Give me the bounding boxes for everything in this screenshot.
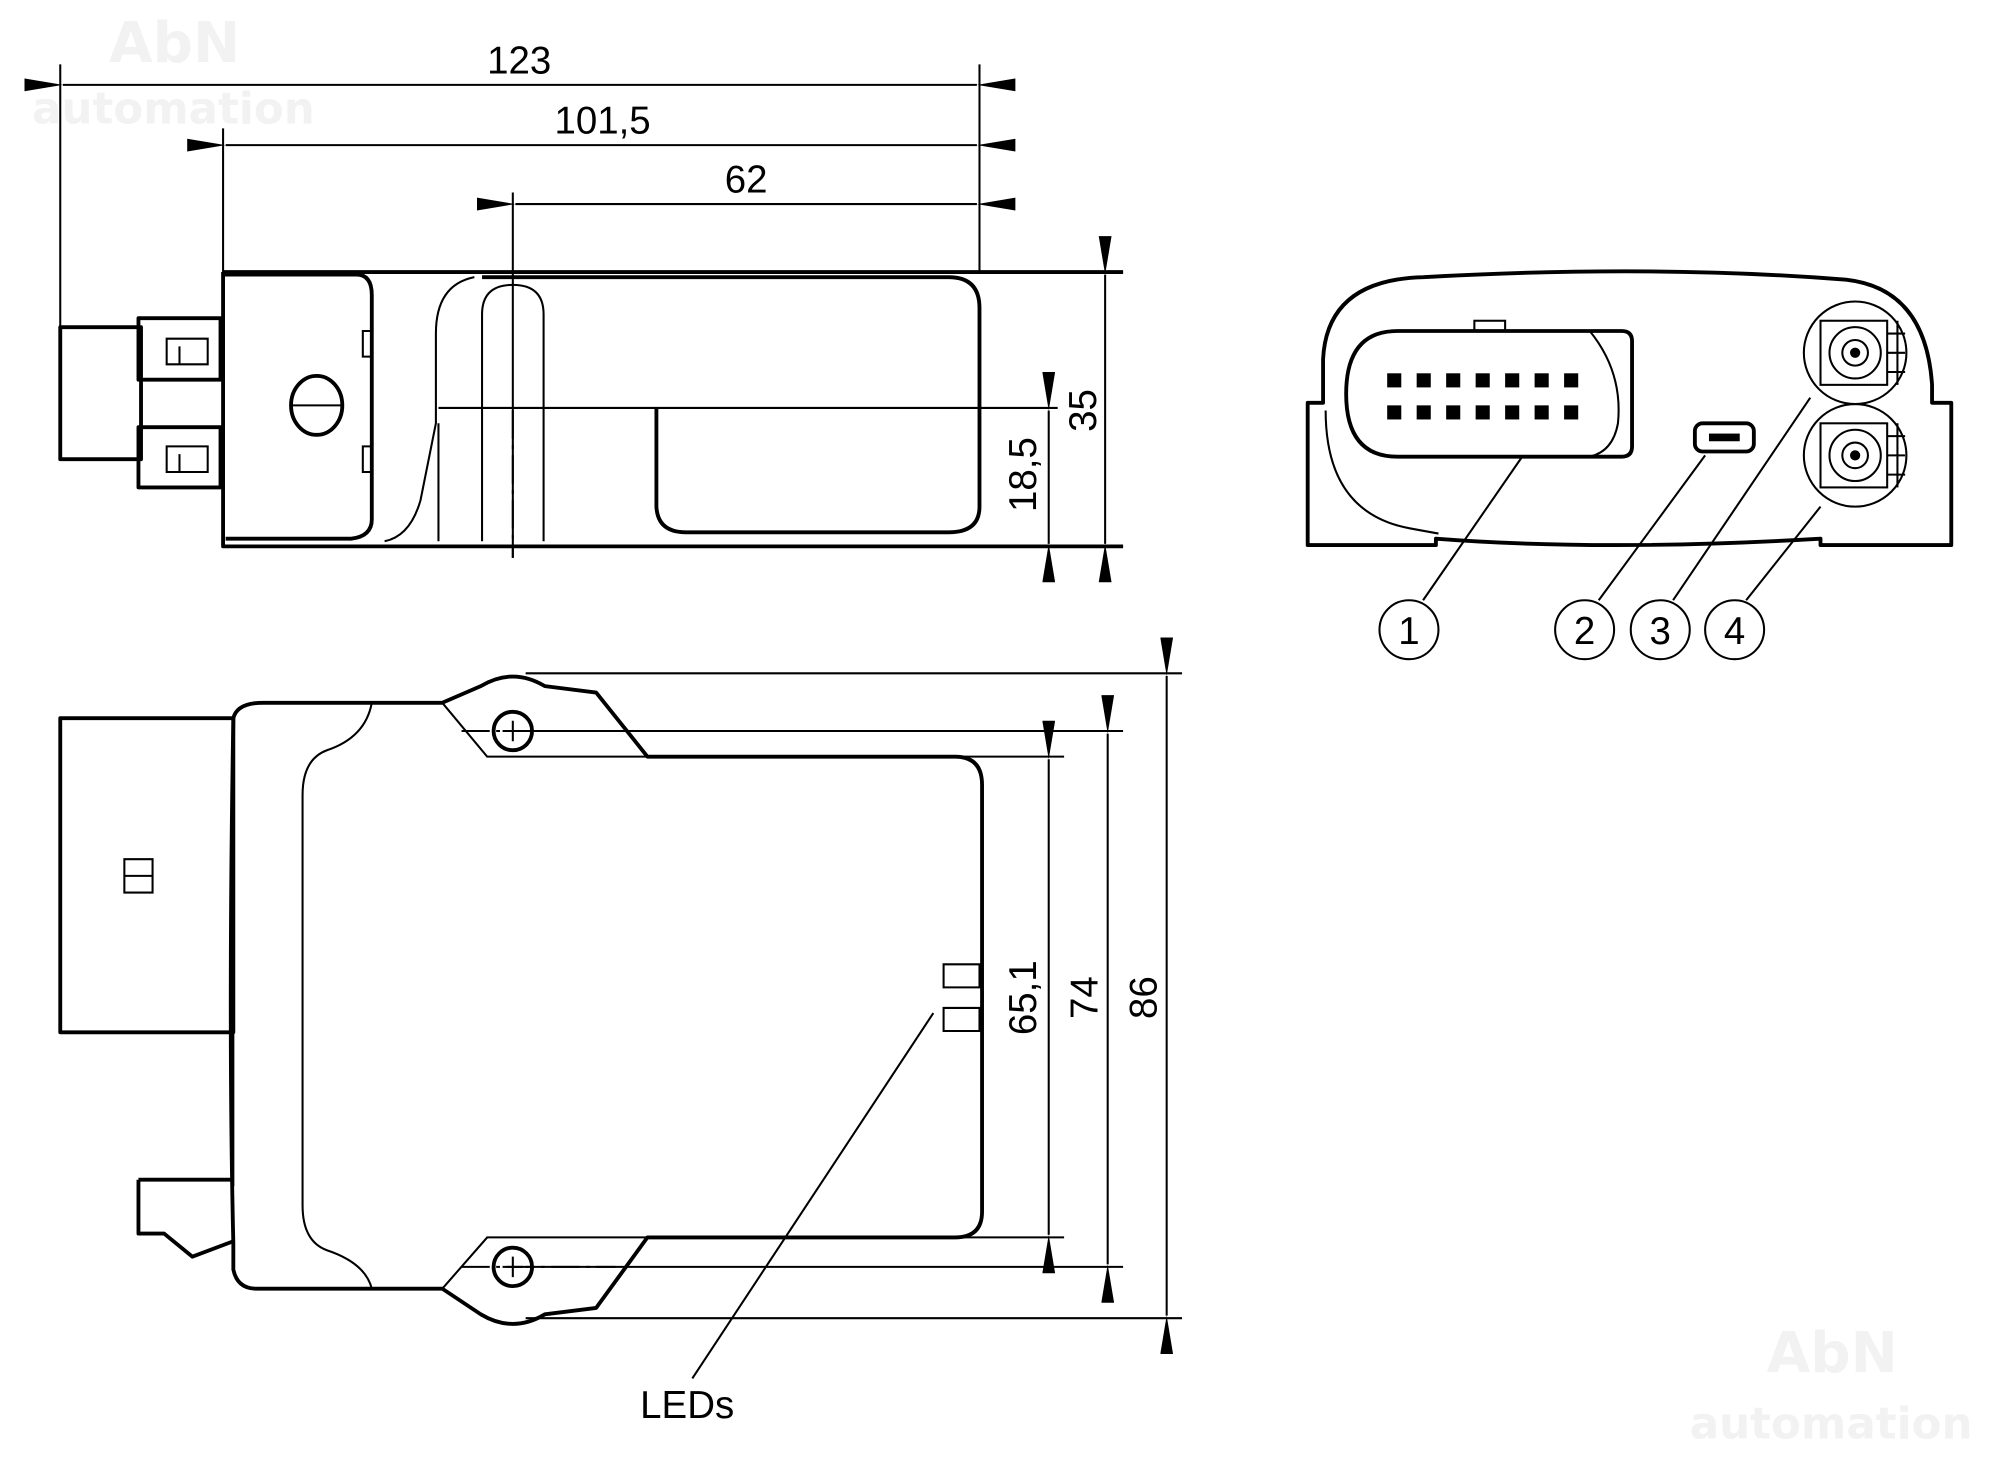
callout-1: 1 (1378, 599, 1440, 661)
dim-86: 86 (1122, 976, 1165, 1019)
dim-74: 74 (1063, 976, 1106, 1019)
dim-18-5: 18,5 (1002, 437, 1045, 512)
antenna-socket-icon (1802, 403, 1908, 508)
front-view: 1 2 3 4 (1305, 269, 1954, 661)
watermark-top-left: AbN automation (32, 11, 315, 135)
callout-3: 3 (1629, 599, 1691, 661)
svg-text:AbN: AbN (1767, 1321, 1898, 1386)
leds-label: LEDs (640, 1384, 734, 1427)
svg-text:3: 3 (1650, 610, 1671, 653)
side-view: 123 101,5 62 35 18,5 (24, 39, 1124, 583)
dim-35: 35 (1062, 389, 1105, 432)
top-view: 65,1 74 86 LEDs (58, 637, 1183, 1427)
dim-101-5: 101,5 (554, 100, 650, 143)
svg-text:automation: automation (1690, 1400, 1973, 1450)
callout-4: 4 (1704, 599, 1766, 661)
dim-62: 62 (725, 159, 768, 202)
svg-text:2: 2 (1574, 610, 1595, 653)
antenna-socket-icon (1802, 300, 1908, 406)
svg-text:1: 1 (1398, 610, 1419, 653)
callout-2: 2 (1554, 599, 1616, 661)
svg-text:AbN: AbN (109, 11, 240, 76)
watermark-bottom-right: AbN automation (1690, 1321, 1973, 1450)
connector-pins-icon (1387, 373, 1579, 420)
svg-text:automation: automation (32, 84, 315, 134)
dim-65-1: 65,1 (1002, 960, 1045, 1035)
svg-text:4: 4 (1724, 610, 1745, 653)
dim-123: 123 (487, 39, 551, 82)
